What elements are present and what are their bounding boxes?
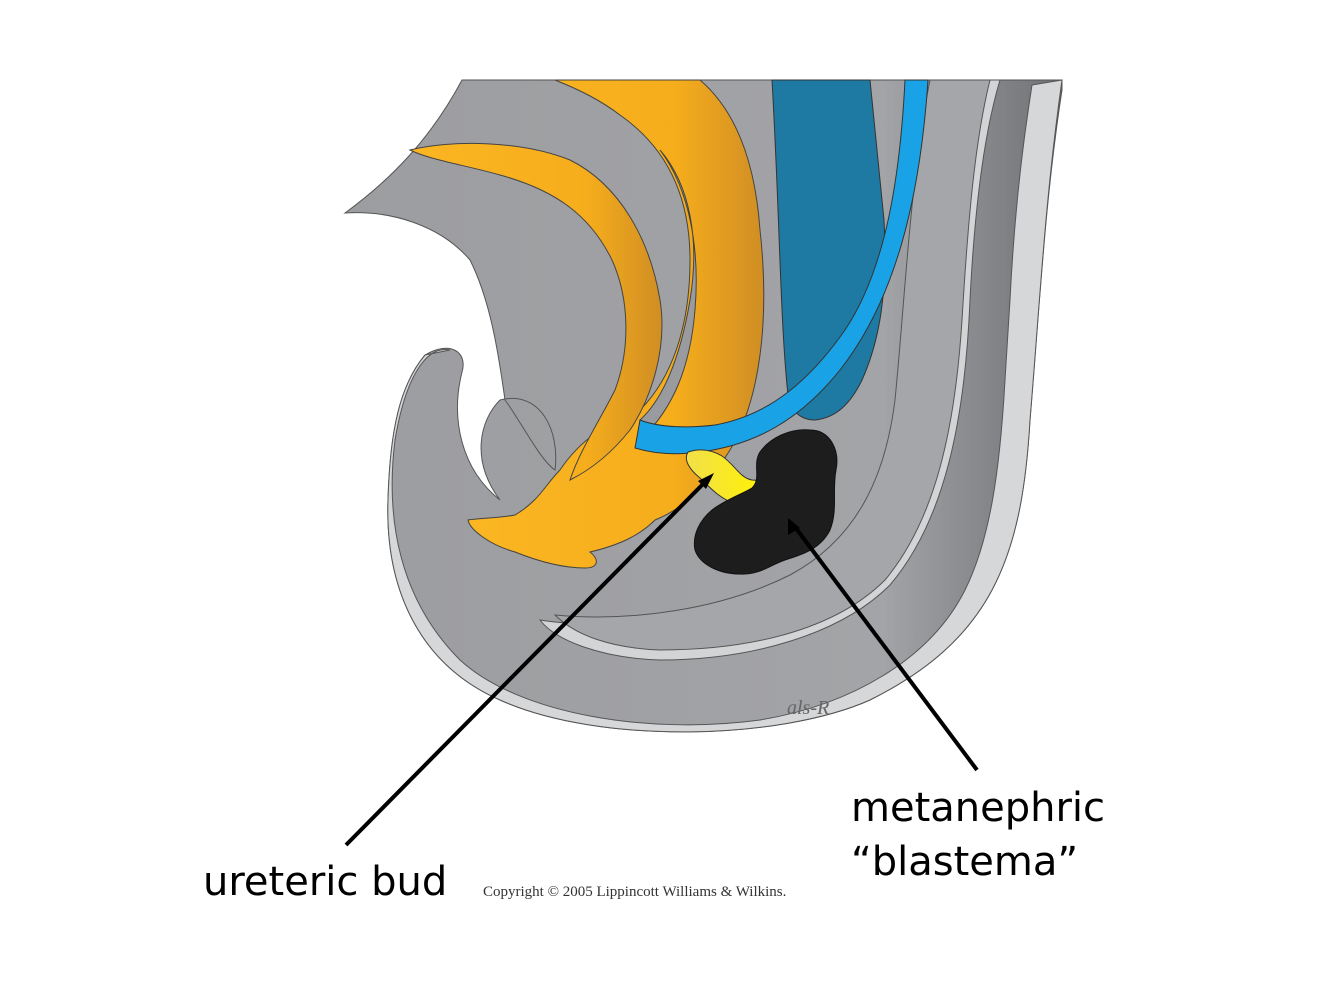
blastema-pointer — [788, 518, 979, 772]
orange-tissue-inner — [408, 142, 663, 481]
artist-signature: als-R — [787, 697, 830, 719]
copyright-notice: Copyright © 2005 Lippincott Williams & W… — [483, 884, 787, 900]
label-metanephric: metanephric — [851, 785, 1106, 831]
gray-strip — [639, 149, 697, 431]
inner-gray-region — [553, 79, 991, 651]
label-blastema: “blastema” — [851, 839, 1079, 885]
light-crescent-band — [387, 79, 1063, 733]
label-ureteric-bud: ureteric bud — [203, 859, 448, 905]
ureteric-bud-pointer — [344, 473, 714, 847]
light-blue-duct — [634, 79, 929, 455]
